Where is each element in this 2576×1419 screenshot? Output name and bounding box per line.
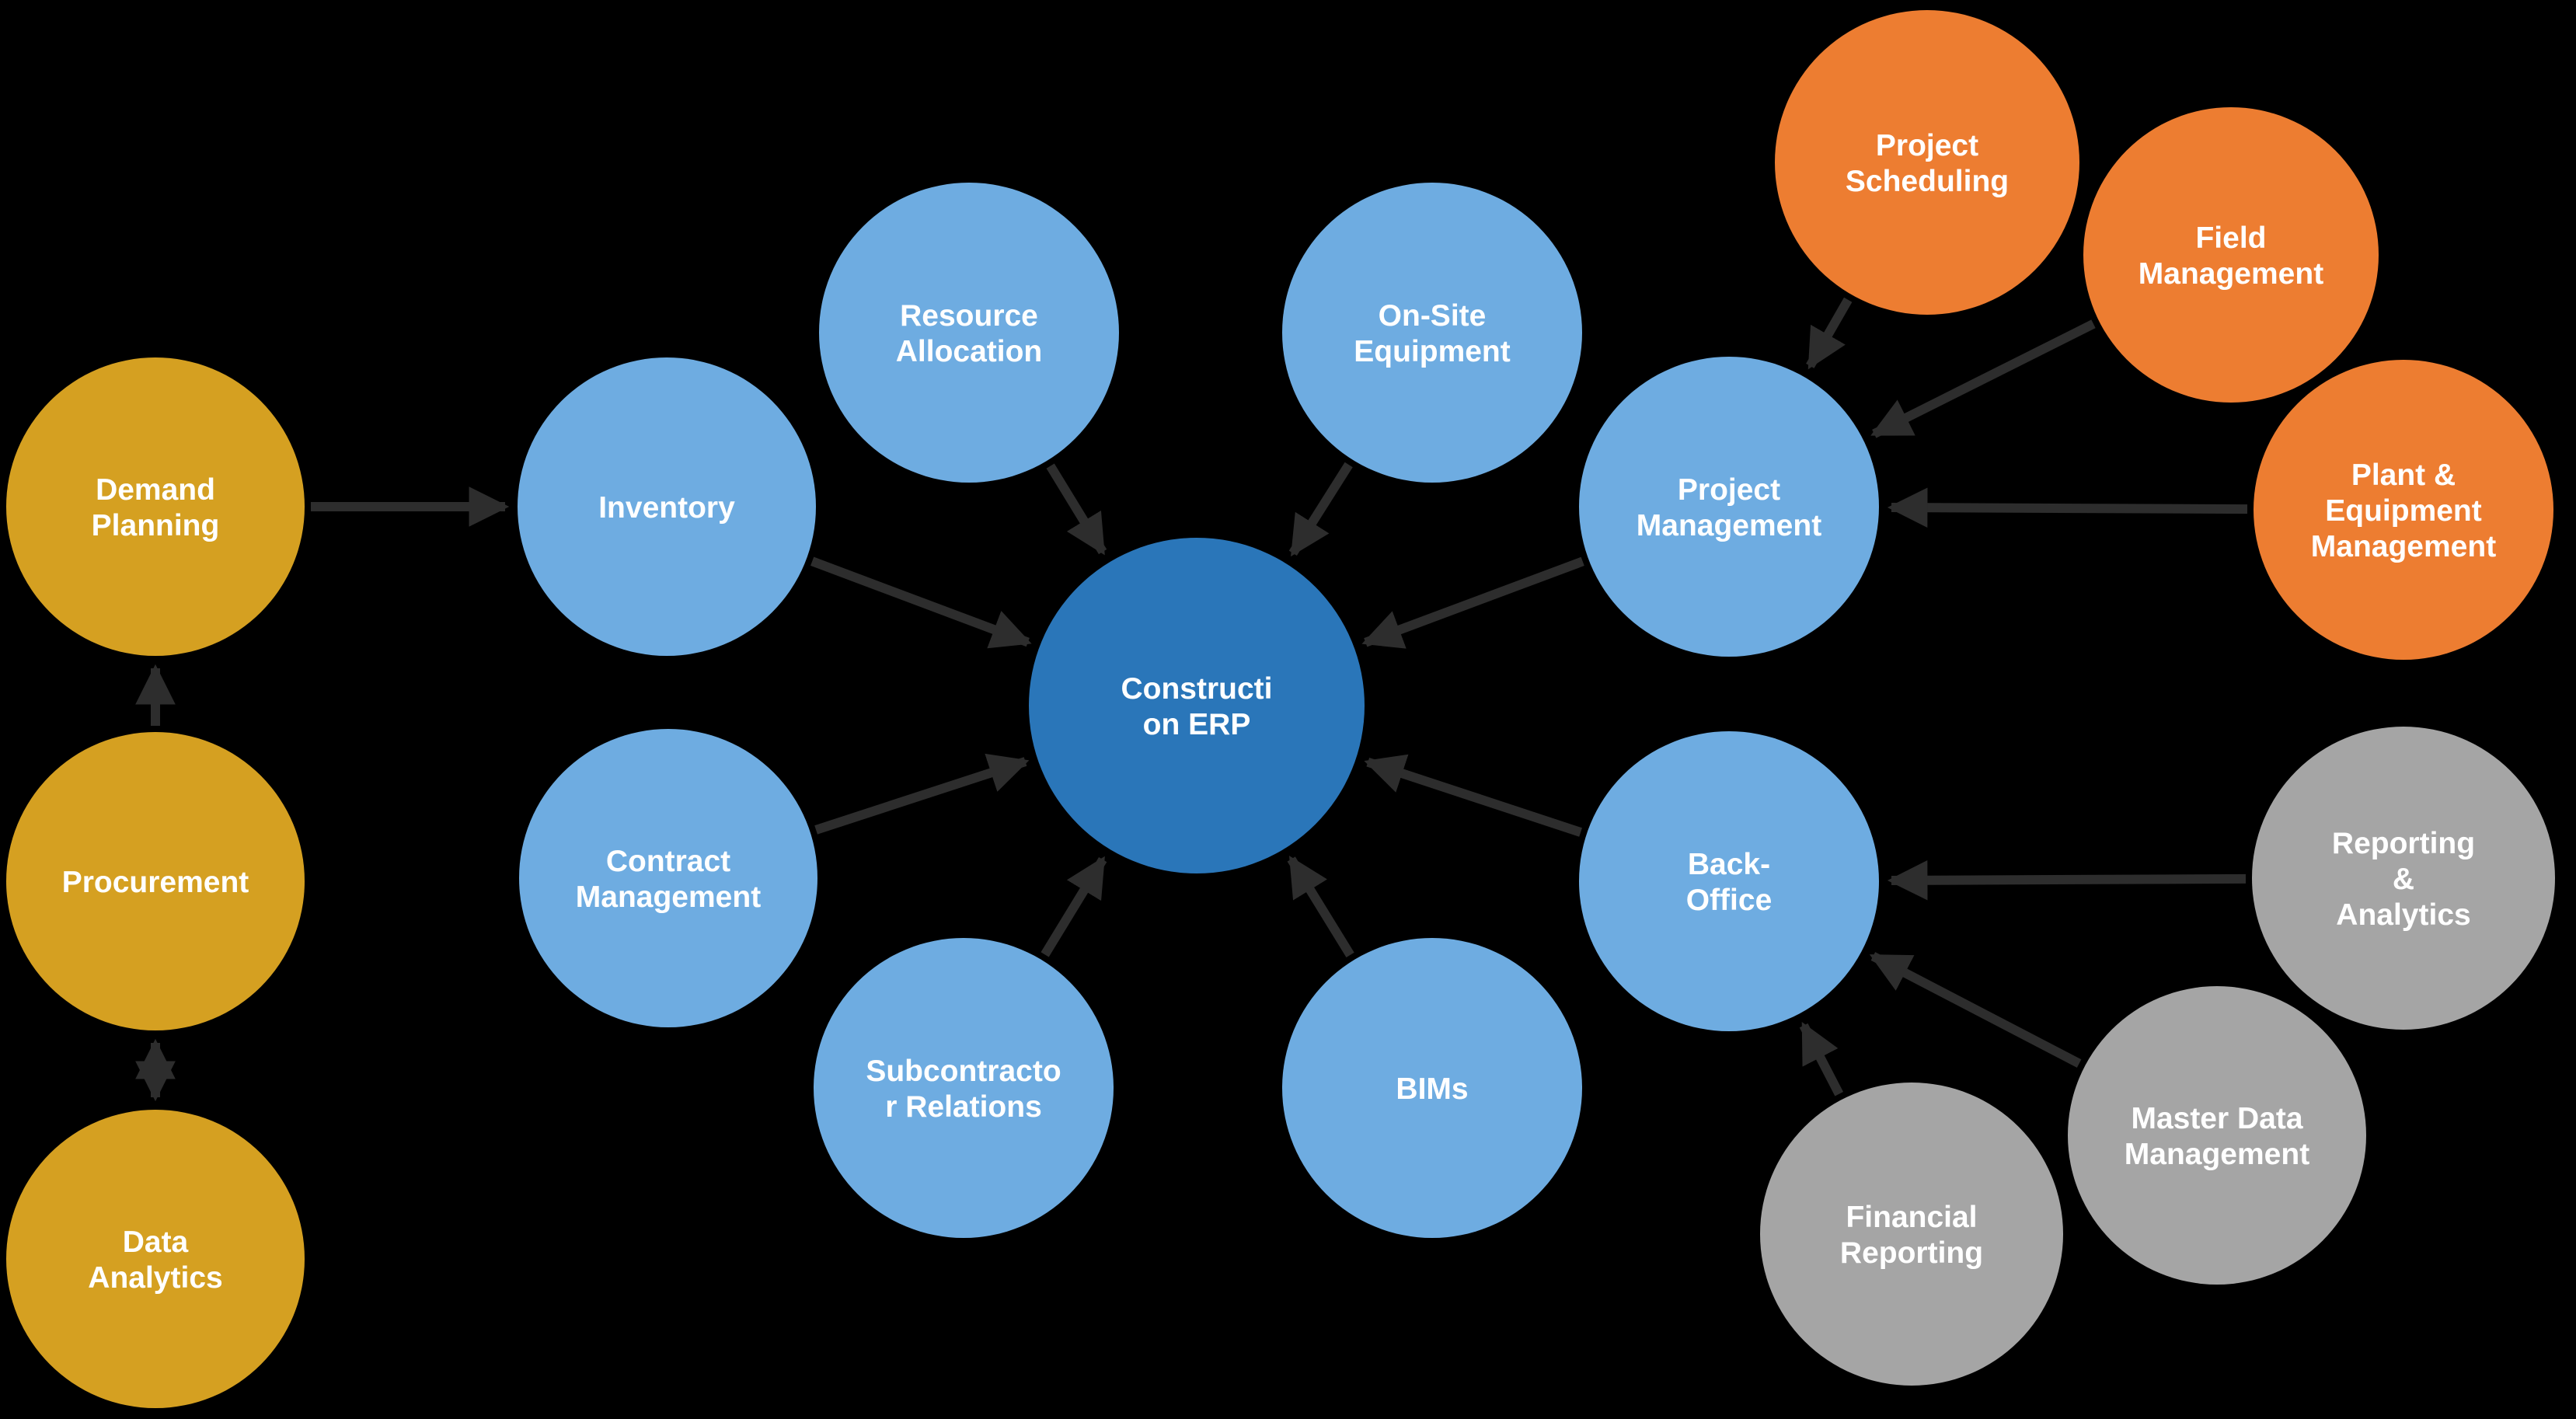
edge-plant-equipment-management-to-project-management [1887, 487, 2248, 528]
project-management-circle [1579, 357, 1879, 657]
demand-planning-circle [6, 357, 305, 656]
edge-inventory-to-construction-erp [810, 556, 1032, 649]
data-analytics-circle [6, 1110, 305, 1408]
field-management-circle [2083, 107, 2379, 403]
on-site-equipment-circle [1282, 183, 1582, 483]
node-inventory: Inventory [518, 357, 816, 656]
edge-financial-reporting-to-back-office [1799, 1022, 1844, 1096]
plant-equipment-management-circle [2254, 360, 2553, 660]
edge-resource-allocation-to-construction-erp [1046, 463, 1107, 556]
edge-back-office-to-construction-erp [1364, 754, 1582, 837]
edge-master-data-management-to-back-office [1869, 952, 2082, 1068]
edge-project-management-to-construction-erp [1361, 556, 1584, 649]
reporting-analytics-label: Reporting&Analytics [2332, 827, 2475, 932]
resource-allocation-circle [819, 183, 1119, 483]
financial-reporting-circle [1760, 1083, 2063, 1386]
edge-project-scheduling-to-project-management [1806, 297, 1853, 370]
project-scheduling-circle [1775, 10, 2079, 315]
construction-erp-circle [1029, 538, 1365, 873]
edge-subcontractor-relations-to-construction-erp [1041, 856, 1107, 957]
back-office-circle [1579, 731, 1879, 1031]
procurement-circle [6, 732, 305, 1030]
inventory-circle [518, 357, 816, 656]
node-procurement: Procurement [6, 732, 305, 1030]
node-back-office: Back-Office [1579, 731, 1879, 1031]
edge-bims-to-construction-erp [1287, 856, 1354, 958]
edge-reporting-analytics-to-back-office [1887, 859, 2247, 901]
edge-contract-management-to-construction-erp [814, 753, 1030, 835]
bims-circle [1282, 938, 1582, 1238]
edges-layer [135, 297, 2248, 1102]
edge-field-management-to-project-management [1870, 319, 2096, 438]
bims-label: BIMs [1396, 1072, 1468, 1106]
subcontractor-relations-circle [814, 938, 1114, 1238]
master-data-management-circle [2068, 986, 2366, 1285]
node-reporting-analytics: Reporting&Analytics [2252, 727, 2555, 1030]
procurement-label: Procurement [62, 866, 249, 899]
edge-on-site-equipment-to-construction-erp [1288, 462, 1353, 557]
contract-management-circle [519, 729, 817, 1027]
node-bims: BIMs [1282, 938, 1582, 1238]
inventory-label: Inventory [598, 491, 735, 525]
reporting-analytics-circle [2252, 727, 2555, 1030]
back-office-label: Back-Office [1686, 848, 1773, 917]
